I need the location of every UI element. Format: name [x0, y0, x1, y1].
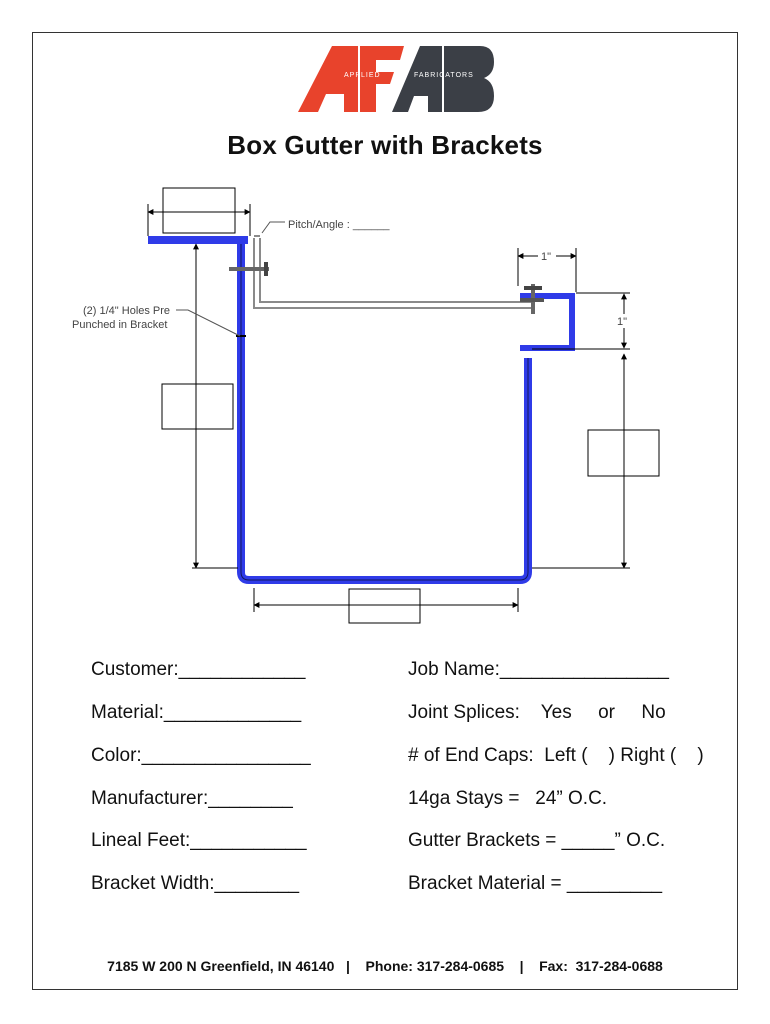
bracket-material-field: Bracket Material = _________ [408, 873, 663, 894]
gutter-profile-inner-line [240, 244, 529, 581]
applied-fabricators-logo: APPLIED FABRICATORS [298, 46, 494, 112]
logo-applied-text: APPLIED [344, 72, 381, 79]
lip-height-label: 1" [617, 316, 627, 328]
bracket-width-field: Bracket Width:________ [91, 873, 300, 894]
gutter-front-lip [520, 293, 575, 351]
joint-splices-field: Joint Splices: Yes or No [408, 702, 666, 723]
front-fastener [520, 284, 544, 314]
end-caps-field: # of End Caps: Left ( ) Right ( ) [408, 745, 704, 766]
stays-field: 14ga Stays = 24” O.C. [408, 788, 608, 809]
gutter-brackets-field: Gutter Brackets = _____” O.C. [408, 830, 666, 851]
width-top-box [162, 187, 236, 234]
color-field: Color:________________ [91, 745, 311, 766]
top-right-label-bg [538, 250, 556, 262]
back-height-box [161, 383, 234, 430]
page-title: Box Gutter with Brackets [227, 130, 543, 160]
lineal-feet-field: Lineal Feet:___________ [91, 830, 307, 851]
top-right-dimension-label: 1" [541, 251, 551, 263]
pitch-angle-label: Pitch/Angle : ______ [288, 219, 390, 231]
holes-note-line2: Punched in Bracket [72, 319, 167, 331]
logo-dark-b-shape [444, 46, 494, 112]
logo-red-f-shape [360, 46, 404, 112]
logo-fabricators-text: FABRICATORS [414, 72, 474, 79]
lip-label-bg [614, 314, 634, 328]
document-page [32, 32, 738, 990]
customer-field: Customer:____________ [91, 659, 306, 680]
box-gutter-diagram: Pitch/Angle : ______ (2) 1/4" Holes Pre … [72, 187, 660, 624]
gutter-bracket [253, 238, 532, 309]
logo-red-a-shape [298, 46, 358, 112]
back-fastener [229, 262, 269, 276]
holes-note-line1: (2) 1/4" Holes Pre [83, 305, 170, 317]
bottom-width-box [348, 588, 421, 624]
pitch-leader-line [261, 221, 285, 234]
manufacturer-field: Manufacturer:________ [91, 788, 293, 809]
job-name-field: Job Name:________________ [408, 659, 669, 680]
logo-dark-a-shape [392, 46, 442, 112]
material-field: Material:_____________ [91, 702, 302, 723]
contact-footer: 7185 W 200 N Greenfield, IN 46140 | Phon… [107, 958, 663, 974]
holes-leader-line [176, 309, 241, 337]
